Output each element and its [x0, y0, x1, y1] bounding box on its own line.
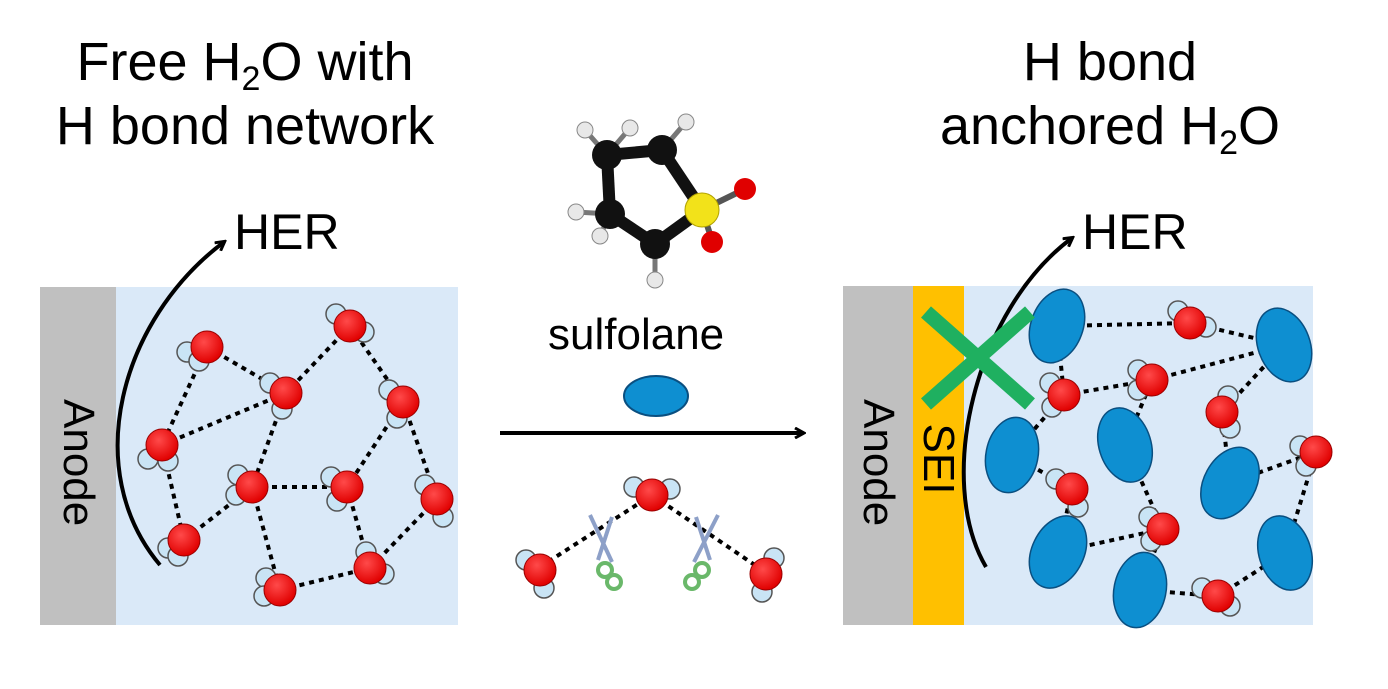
sulfolane-symbol — [1256, 515, 1314, 591]
blocked-icon — [921, 306, 1035, 410]
left-her-label: HER — [234, 204, 340, 260]
left-anode-label: Anode — [54, 399, 103, 527]
sulfolane-symbol — [1028, 515, 1088, 589]
right-title: H bond anchored H2O — [905, 30, 1315, 162]
sulfolane-symbol — [623, 375, 689, 417]
right-title-line1: H bond — [1022, 32, 1198, 92]
water-molecule — [157, 523, 201, 567]
left-title: Free H2O with H bond network — [30, 30, 460, 158]
right-her-label: HER — [1082, 204, 1188, 260]
sulfolane-symbol — [1255, 307, 1313, 383]
water-molecule — [253, 567, 297, 607]
water-molecule — [1138, 506, 1180, 552]
water-molecule — [414, 474, 454, 528]
right-title-line2: anchored H2O — [939, 96, 1281, 162]
sulfolane-symbol — [1200, 446, 1260, 520]
right-anode-label: Anode — [854, 399, 903, 527]
sulfolane-label: sulfolane — [548, 310, 725, 359]
hbond-breaking-illustration — [515, 476, 785, 603]
left-water-molecules — [137, 303, 454, 607]
water-molecule — [749, 547, 785, 603]
water-molecule — [1127, 359, 1169, 401]
water-molecule — [1039, 372, 1081, 418]
left-title-line2: H bond network — [55, 96, 435, 156]
right-anode — [843, 286, 913, 625]
water-molecule — [1289, 435, 1333, 477]
water-molecule — [225, 464, 269, 506]
water-molecule — [1045, 468, 1089, 518]
water-molecule — [378, 379, 420, 429]
water-molecule — [137, 428, 179, 472]
left-panel — [40, 242, 458, 625]
scissors-icon-left — [588, 514, 623, 591]
right-panel — [843, 238, 1333, 629]
water-molecule — [176, 330, 224, 372]
water-molecule — [1167, 300, 1217, 340]
right-her-arrow — [961, 238, 1072, 569]
sulfolane-molecule — [567, 113, 756, 289]
sulfolane-symbol — [1096, 407, 1154, 483]
right-water-molecules — [1039, 300, 1333, 617]
left-her-arrow — [115, 242, 224, 567]
left-title-line1: Free H2O with — [76, 32, 414, 98]
water-molecule — [1205, 385, 1241, 439]
water-molecule — [320, 466, 364, 512]
sulfolane-symbol — [1112, 551, 1168, 629]
water-molecule — [1191, 577, 1241, 617]
sulfolane-symbol — [984, 416, 1040, 494]
water-molecule — [515, 549, 557, 599]
scissors-icon-right — [683, 514, 720, 591]
water-molecule — [623, 476, 681, 512]
water-molecule — [325, 303, 375, 343]
water-molecule — [259, 372, 303, 420]
water-molecule — [353, 541, 395, 585]
right-sulfolane-molecules — [984, 288, 1314, 629]
left-anode — [40, 287, 116, 625]
sei-label: SEI — [914, 423, 963, 495]
